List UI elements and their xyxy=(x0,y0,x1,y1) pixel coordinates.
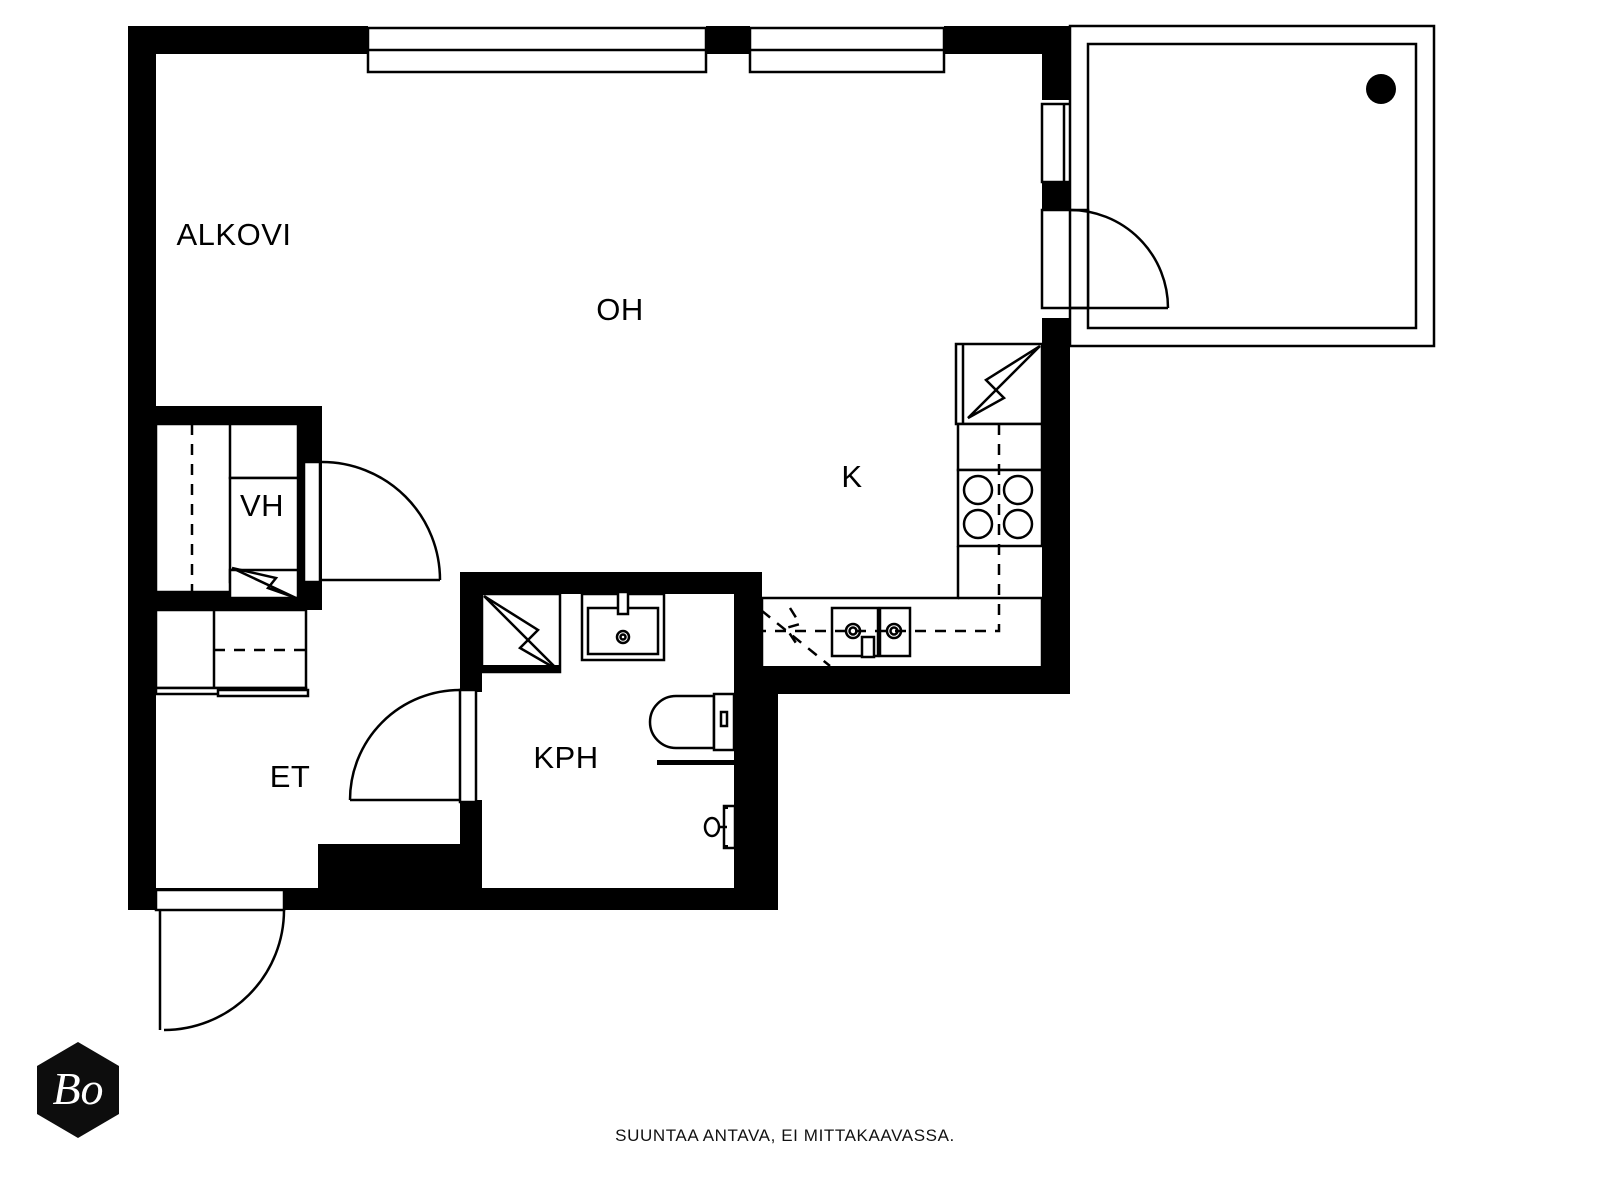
room-label-k: K xyxy=(841,459,862,494)
wall-kitchen-bottom xyxy=(762,666,1070,694)
bathroom-toilet xyxy=(648,692,736,752)
plan-caption: SUUNTAA ANTAVA, EI MITTAKAAVASSA. xyxy=(615,1126,955,1145)
logo-hexagon xyxy=(37,1042,119,1138)
room-label-vh: VH xyxy=(240,488,284,523)
doors-group xyxy=(154,208,1170,1032)
balcony-light-fixture xyxy=(1366,74,1396,104)
wall-livingroom-right-upper xyxy=(1042,26,1070,100)
bathroom-towel-rail xyxy=(657,760,735,765)
living-room-window-right xyxy=(748,26,946,74)
bo-logo: Bo xyxy=(37,1042,119,1138)
wall-bathroom-bottom xyxy=(460,888,778,910)
wall-exterior-top-left xyxy=(128,26,368,54)
wall-livingroom-right-pier xyxy=(1042,182,1070,210)
utility-room-door[interactable] xyxy=(302,460,442,584)
balcony xyxy=(1068,24,1436,348)
closets-group xyxy=(154,422,310,698)
room-label-et: ET xyxy=(270,759,311,794)
wall-hall-right-stub xyxy=(318,844,482,890)
room-label-alkovi: ALKOVI xyxy=(177,217,292,252)
utility-room-cabinets xyxy=(228,422,300,584)
bathroom-sink xyxy=(580,590,666,662)
room-label-kph: KPH xyxy=(533,740,598,775)
hall-wardrobe xyxy=(154,608,310,698)
entrance-door[interactable] xyxy=(154,888,286,1032)
bathroom-fixtures xyxy=(480,590,737,850)
bathroom-door[interactable] xyxy=(348,688,478,804)
bathroom-washing-machine xyxy=(480,592,562,674)
alkovi-wardrobe xyxy=(154,422,242,594)
balcony-door[interactable] xyxy=(1040,208,1170,310)
kitchen-refrigerator xyxy=(954,342,1044,426)
wall-vh-top xyxy=(146,406,322,424)
wall-exterior-top-mid xyxy=(706,26,750,54)
wall-bathroom-right-lower xyxy=(734,694,778,910)
kitchen-dashed-lines xyxy=(745,424,1001,667)
wall-bathroom-left-upper xyxy=(460,572,482,692)
kitchen-counter-edge xyxy=(762,546,960,600)
room-labels: ALKOVI OH K VH ET KPH xyxy=(177,217,863,794)
bathroom-shower xyxy=(703,804,737,850)
kitchen-fixtures xyxy=(745,342,1044,667)
wall-bathroom-top xyxy=(460,572,762,594)
kitchen-sink-double xyxy=(830,606,912,659)
wall-kitchen-right xyxy=(1042,318,1070,694)
logo-text: Bo xyxy=(52,1063,103,1114)
utility-washing-machine xyxy=(228,566,300,600)
living-room-window-left xyxy=(366,26,708,74)
room-label-oh: OH xyxy=(596,292,644,327)
wall-vh-left xyxy=(128,406,156,610)
